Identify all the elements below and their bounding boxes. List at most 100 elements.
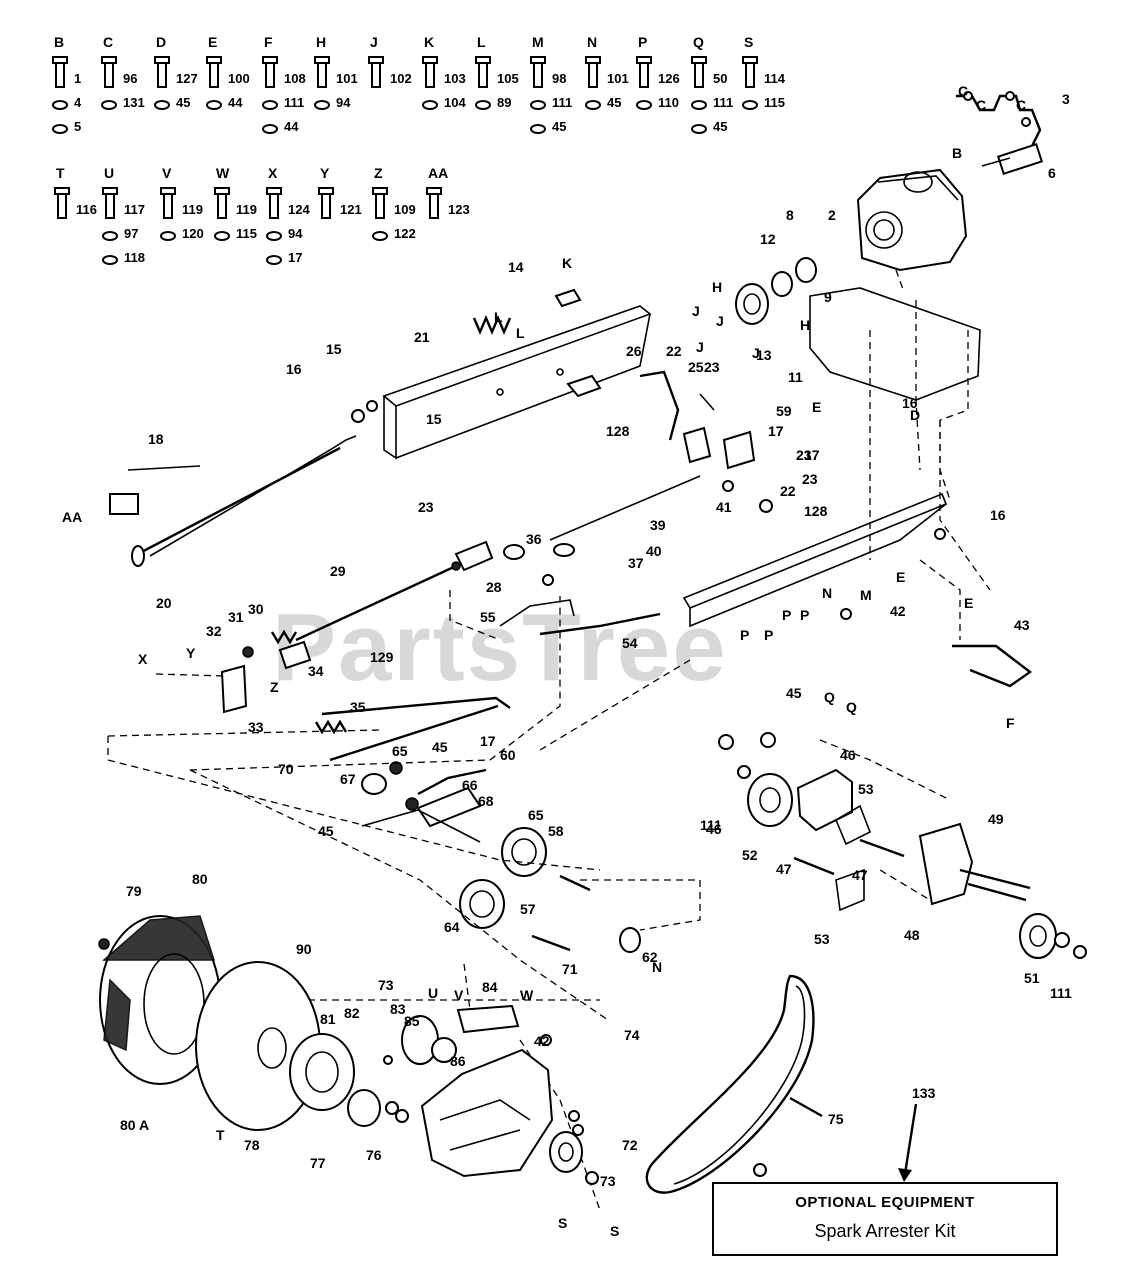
letter-tag-h: H (800, 317, 810, 333)
bolt-head-icon (368, 56, 384, 64)
legend-part-number: 117 (124, 202, 145, 217)
letter-tag-j: J (752, 345, 760, 361)
bolt-head-icon (691, 56, 707, 64)
legend-part-number: 119 (182, 202, 203, 217)
bolt-icon (745, 60, 755, 88)
washer-icon (154, 100, 170, 110)
washer-icon (262, 100, 278, 110)
callout-11: 11 (788, 369, 803, 385)
callout-79: 79 (126, 883, 142, 899)
legend-part-number: 108 (284, 71, 306, 86)
callout-55: 55 (480, 609, 496, 625)
callout-45: 45 (432, 739, 448, 755)
callout-30: 30 (248, 601, 264, 617)
letter-tag-u: U (428, 985, 438, 1001)
legend-part-number: 111 (552, 95, 572, 110)
washer-icon (262, 124, 278, 134)
letter-tag-c: C (1016, 97, 1026, 113)
bolt-icon (371, 60, 381, 88)
spark-arrester-kit-label: Spark Arrester Kit (814, 1221, 956, 1241)
bolt-icon (694, 60, 704, 88)
letter-tag-s: S (558, 1215, 567, 1231)
optional-equipment-heading: OPTIONAL EQUIPMENT (795, 1194, 975, 1211)
letter-tag-q: Q (824, 689, 835, 705)
bolt-head-icon (314, 56, 330, 64)
callout-13: 13 (756, 347, 772, 363)
callout-17: 17 (480, 733, 496, 749)
legend-part-number: 119 (236, 202, 257, 217)
callout-18: 18 (148, 431, 164, 447)
legend-part-number: 103 (444, 71, 466, 86)
bolt-head-icon (742, 56, 758, 64)
washer-icon (266, 231, 282, 241)
optional-equipment-box: OPTIONAL EQUIPMENT Spark Arrester Kit (712, 1182, 1058, 1256)
callout-23: 23 (796, 447, 812, 463)
callout-34: 34 (308, 663, 324, 679)
legend-part-number: 115 (236, 226, 257, 241)
legend-part-number: 116 (76, 202, 97, 217)
bolt-icon (588, 60, 598, 88)
callout-16: 16 (902, 395, 918, 411)
callout-65: 65 (528, 807, 544, 823)
legend-part-number: 96 (123, 71, 137, 86)
callout-31: 31 (228, 609, 244, 625)
callout-111: 111 (700, 817, 722, 833)
callout-9: 9 (824, 289, 832, 305)
letter-tag-e: E (812, 399, 821, 415)
legend-part-number: 105 (497, 71, 519, 86)
bolt-head-icon (54, 187, 70, 195)
bolt-icon (317, 60, 327, 88)
callout-47: 47 (776, 861, 792, 877)
callout-62: 62 (642, 949, 658, 965)
washer-icon (422, 100, 438, 110)
bolt-head-icon (102, 187, 118, 195)
bolt-head-icon (530, 56, 546, 64)
bolt-icon (265, 60, 275, 88)
callout-64: 64 (444, 919, 460, 935)
callout-14: 14 (508, 259, 524, 275)
washer-icon (475, 100, 491, 110)
callout-49: 49 (988, 811, 1004, 827)
legend-part-number: 45 (607, 95, 621, 110)
bolt-icon (57, 191, 67, 219)
callout-76: 76 (366, 1147, 382, 1163)
callout-3: 3 (1062, 91, 1070, 107)
callout-82: 82 (344, 1005, 360, 1021)
callout-29: 29 (330, 563, 346, 579)
callout-42: 42 (890, 603, 906, 619)
callout-68: 68 (478, 793, 494, 809)
callout-65: 65 (392, 743, 408, 759)
callout-23: 23 (704, 359, 720, 375)
legend-part-number: 115 (764, 95, 785, 110)
callout-84: 84 (482, 979, 498, 995)
callout-129: 129 (370, 649, 394, 665)
legend-part-number: 50 (713, 71, 727, 86)
legend-letter: S (744, 34, 753, 50)
bolt-head-icon (52, 56, 68, 64)
callout-48: 48 (904, 927, 920, 943)
callout-43: 43 (1014, 617, 1030, 633)
letter-tag-p: P (764, 627, 773, 643)
callout-128: 128 (606, 423, 630, 439)
washer-icon (102, 231, 118, 241)
engine-shape (856, 168, 968, 272)
legend-part-number: 109 (394, 202, 416, 217)
callout-47: 47 (852, 867, 868, 883)
callout-57: 57 (520, 901, 536, 917)
callout-45: 45 (318, 823, 334, 839)
bolt-head-icon (206, 56, 222, 64)
legend-letter: J (370, 34, 378, 50)
letter-tag-p: P (740, 627, 749, 643)
